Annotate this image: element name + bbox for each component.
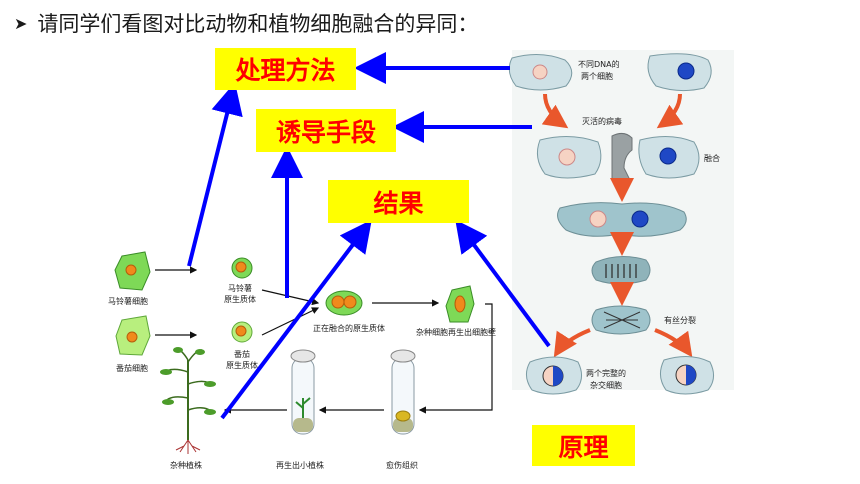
callus-label: 愈伤组织 xyxy=(386,461,418,470)
animal-cell-1 xyxy=(508,54,573,91)
animal-cell-2 xyxy=(647,53,712,92)
orange-arrow-icon xyxy=(541,93,569,129)
hybrid-plant-label: 杂种植株 xyxy=(170,461,202,470)
animal-mitosis-cell xyxy=(591,305,651,335)
potato-protoplast-label-1: 马铃薯 xyxy=(228,284,252,293)
fusing-protoplast-label: 正在融合的原生质体 xyxy=(313,324,385,333)
hybrid-cells-label-2: 杂交细胞 xyxy=(590,381,622,390)
potato-protoplast xyxy=(231,257,253,279)
header: ➤ 请同学们看图对比动物和植物细胞融合的异同： xyxy=(14,8,478,38)
hybrid-plant xyxy=(160,347,216,454)
fusing-protoplast xyxy=(325,290,363,316)
animal-hybrid-cell-1 xyxy=(526,356,582,395)
animal-fusion-cells xyxy=(536,132,700,184)
blue-arrow-icon xyxy=(220,219,372,420)
inactivated-virus-label: 灭活的病毒 xyxy=(582,117,622,126)
bullet-arrow-icon: ➤ xyxy=(14,13,28,33)
blue-arrow-icon xyxy=(455,219,551,348)
label-principle: 原理 xyxy=(532,425,635,466)
label-processing-method: 处理方法 xyxy=(215,48,356,90)
arrow-icon xyxy=(261,307,320,336)
header-text: 请同学们看图对比动物和植物细胞融合的异同： xyxy=(37,12,479,36)
two-cells-label-1: 不同DNA的 xyxy=(578,60,620,69)
tomato-protoplast-label-1: 番茄 xyxy=(234,350,250,359)
tomato-cell xyxy=(115,315,151,356)
regenerated-plantlet-label: 再生出小植株 xyxy=(276,461,324,470)
two-cells-label-2: 两个细胞 xyxy=(581,72,613,81)
blue-arrow-icon xyxy=(187,82,243,267)
test-tube-callus xyxy=(390,349,416,435)
arrow-icon xyxy=(418,303,493,414)
tomato-protoplast-label-2: 原生质体 xyxy=(226,361,258,370)
potato-cell-label: 马铃薯细胞 xyxy=(108,297,148,306)
orange-arrow-icon xyxy=(656,93,684,129)
label-result: 结果 xyxy=(328,180,469,223)
hybrid-cells-label-1: 两个完整的 xyxy=(586,369,626,378)
fusion-label: 融合 xyxy=(704,154,720,163)
test-tube-plantlet xyxy=(290,349,316,435)
tomato-cell-label: 番茄细胞 xyxy=(116,364,148,373)
potato-protoplast-label-2: 原生质体 xyxy=(224,295,256,304)
animal-dividing-cell xyxy=(591,256,651,285)
animal-hybrid-cell-2 xyxy=(660,356,714,395)
hybrid-cell-wall-label: 杂种细胞再生出细胞壁 xyxy=(416,328,496,337)
animal-fused-cell xyxy=(557,202,687,237)
mitosis-label: 有丝分裂 xyxy=(664,316,696,325)
label-induction-method: 诱导手段 xyxy=(256,109,396,152)
orange-arrow-icon xyxy=(654,328,693,358)
potato-cell xyxy=(114,251,151,291)
hybrid-cell-with-wall xyxy=(445,285,475,323)
orange-arrow-icon xyxy=(553,328,591,358)
tomato-protoplast xyxy=(231,321,253,343)
